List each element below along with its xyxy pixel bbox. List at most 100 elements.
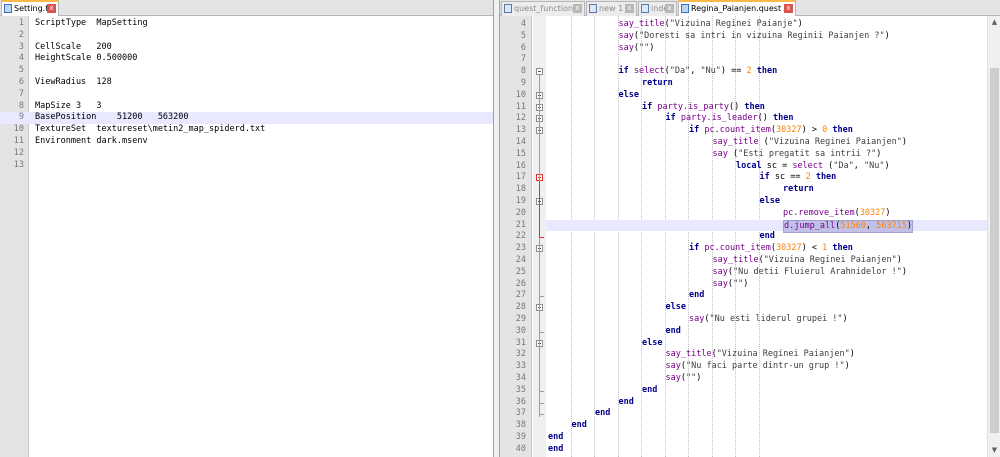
code-token: (	[633, 42, 639, 53]
code-line: 18 return	[500, 184, 1000, 196]
tab-label: new 1	[599, 4, 624, 13]
line-number: 2	[18, 29, 24, 40]
fold-collapse-icon[interactable]	[536, 68, 543, 76]
code-token: ) ==	[720, 66, 747, 77]
fold-end-marker	[539, 331, 544, 333]
fold-end-marker	[539, 414, 544, 416]
line-number: 26	[515, 278, 526, 289]
number-literal: 30327	[776, 125, 802, 136]
line-number: 8	[520, 66, 526, 77]
code-text: if pc.count_item(30327) < 1 then	[689, 243, 853, 255]
close-tab-icon[interactable]: x	[47, 4, 56, 13]
line-number: 40	[515, 443, 526, 454]
keyword: then	[827, 243, 853, 254]
code-token: (	[758, 255, 764, 265]
string-literal: ""	[685, 373, 697, 383]
fold-end-marker	[539, 237, 544, 239]
line-number-gutter	[0, 16, 29, 457]
keyword: if	[665, 113, 681, 124]
line-number: 10	[515, 89, 526, 100]
line-number: 9	[18, 112, 24, 123]
code-text: BasePosition 51200 563200	[35, 112, 189, 123]
keyword: local	[736, 160, 767, 171]
code-token: (	[727, 266, 733, 277]
string-literal: "Da"	[669, 66, 691, 77]
function-name: pc.remove_item	[783, 207, 855, 218]
code-line: 7	[0, 89, 493, 101]
line-number: 10	[13, 124, 24, 135]
code-text: else	[619, 90, 639, 102]
code-token: (	[704, 314, 710, 324]
string-literal: ""	[638, 42, 650, 53]
code-text: HeightScale 0.500000	[35, 53, 138, 64]
line-number: 23	[515, 243, 526, 254]
keyword: then	[751, 66, 778, 77]
number-literal: 2	[746, 66, 752, 77]
indent-guide	[712, 16, 713, 457]
file-icon	[4, 4, 12, 13]
number-literal: 30327	[776, 243, 802, 254]
code-token: )	[842, 314, 848, 324]
file-icon	[641, 4, 649, 13]
indent-guide	[571, 16, 572, 457]
line-number: 33	[515, 361, 526, 372]
string-literal: "Nu faci parte dintr-un grup !"	[685, 361, 845, 372]
line-number: 11	[515, 101, 526, 112]
close-tab-icon[interactable]: x	[573, 4, 582, 13]
line-number: 8	[18, 100, 24, 111]
line-number: 28	[515, 302, 526, 313]
number-literal: 2	[805, 172, 811, 183]
line-number: 19	[515, 196, 526, 206]
line-number-gutter	[500, 16, 532, 457]
code-token: (	[835, 220, 841, 231]
string-literal: "Vizuina Reginei Paianje"	[669, 19, 798, 29]
close-tab-icon[interactable]: x	[784, 4, 793, 13]
keyword: end	[548, 443, 564, 454]
file-icon	[504, 4, 512, 13]
scrollbar-thumb[interactable]	[990, 68, 999, 433]
fold-tree-line-active	[539, 181, 540, 238]
scroll-down-icon[interactable]: ▼	[991, 446, 998, 454]
pane-splitter[interactable]	[493, 0, 500, 457]
line-number: 6	[18, 77, 24, 87]
function-name: say	[712, 148, 728, 159]
code-token: (	[680, 373, 686, 383]
scroll-up-icon[interactable]: ▲	[991, 18, 998, 26]
line-number: 11	[13, 136, 24, 146]
code-text: if party.is_leader() then	[666, 113, 794, 125]
string-literal: "Da"	[833, 160, 854, 171]
tab-label: index	[651, 4, 673, 13]
file-icon	[681, 4, 689, 13]
code-text: Environment dark.msenv	[35, 136, 148, 146]
line-number: 18	[515, 184, 526, 195]
code-text: end	[595, 408, 610, 420]
code-token: )	[884, 160, 890, 171]
close-tab-icon[interactable]: x	[665, 4, 674, 13]
vertical-scrollbar[interactable]: ▲ ▼	[987, 16, 1000, 457]
code-text: end	[572, 420, 587, 432]
keyword: return	[783, 184, 814, 195]
keyword: else	[665, 302, 686, 313]
keyword: end	[595, 408, 611, 419]
close-tab-icon[interactable]: x	[625, 4, 634, 13]
keyword: end	[642, 384, 658, 395]
function-name: say	[618, 30, 634, 41]
code-line: 10 else	[500, 90, 1000, 102]
code-token: ()	[729, 101, 745, 112]
code-line: 11 Environment dark.msenv	[0, 136, 493, 148]
keyword: else	[642, 337, 663, 348]
